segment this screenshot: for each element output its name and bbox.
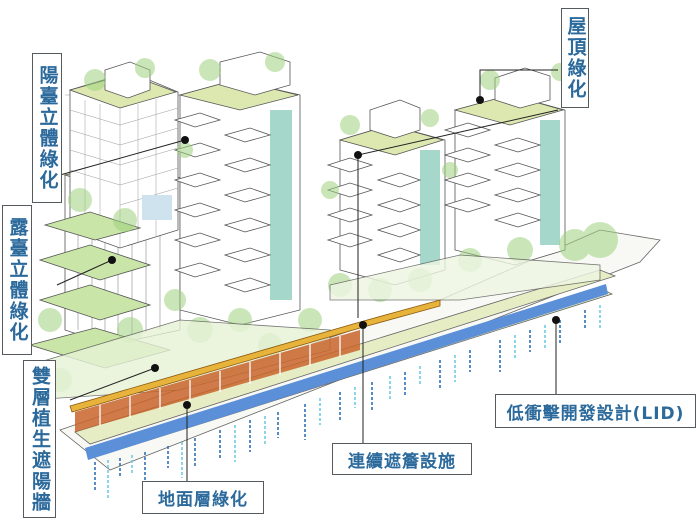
label-ground-level-greening: 地面層綠化	[142, 481, 264, 514]
building-tower-4	[443, 67, 566, 266]
label-continuous-canopy: 連續遮簷設施	[332, 443, 472, 475]
lid-permeable-strip	[85, 284, 608, 460]
label-terrace-greening: 露臺立體綠化	[2, 205, 32, 355]
rain-infiltration-arrows	[94, 305, 601, 498]
label-rooftop-greening: 屋頂綠化	[561, 8, 589, 108]
label-lid: 低衝擊開發設計(LID)	[495, 394, 696, 428]
podium-volumes	[29, 254, 601, 401]
label-double-layer-green-shade-wall: 雙層植生遮陽牆	[23, 360, 56, 518]
label-balcony-greening: 陽臺立體綠化	[32, 53, 62, 203]
callout-dots	[108, 96, 560, 409]
continuous-canopy	[69, 299, 441, 432]
building-tower-2	[173, 51, 301, 326]
building-tower-3	[326, 99, 446, 286]
